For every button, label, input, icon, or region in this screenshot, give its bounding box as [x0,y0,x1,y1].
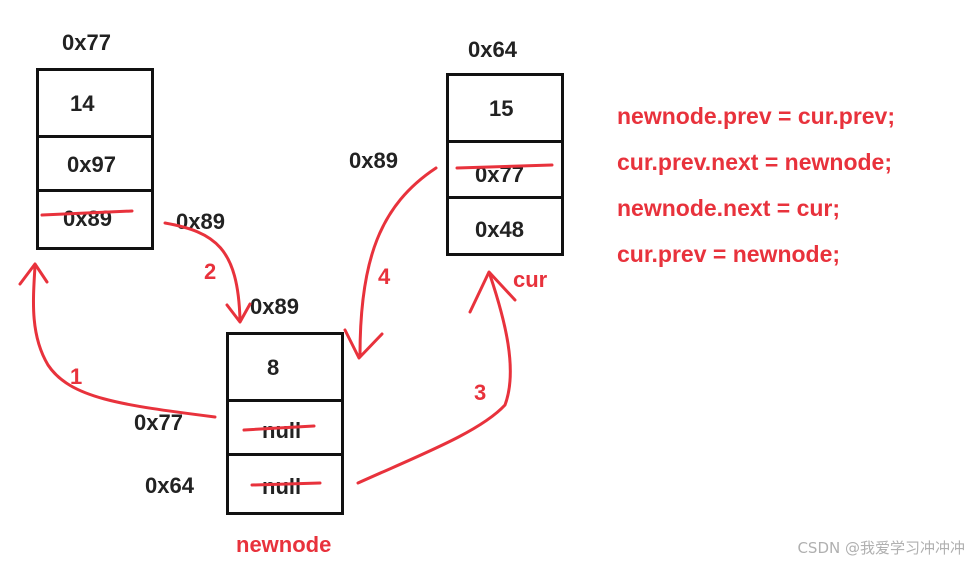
strike-right-prev [455,163,554,170]
code-line-2: cur.prev.next = newnode; [617,149,893,175]
strike-left-prev [40,209,134,217]
right-node-address: 0x64 [468,37,517,62]
left-node-next: 0x97 [67,152,116,177]
annotation-0x77-mid: 0x77 [134,410,183,435]
strike-mid-next [250,481,322,487]
mid-node-val: 8 [267,355,280,380]
right-node-val-cell: 15 [449,76,561,142]
mid-node-next-cell: null [229,453,341,515]
left-node-val: 14 [70,91,95,116]
cur-node: 15 0x77 0x48 [446,73,564,256]
arrow-1-head [18,262,49,286]
arrow-3 [356,273,512,485]
watermark: CSDN @我爱学习冲冲冲 [797,539,965,557]
code-line-3: newnode.next = cur; [617,195,841,221]
annotation-0x64-mid: 0x64 [145,473,194,498]
cur-label: cur [513,267,548,292]
arrow-2-head [225,302,252,324]
annotation-0x89-right: 0x89 [349,148,398,173]
right-node-next-cell: 0x48 [449,196,561,256]
left-node-address: 0x77 [62,30,111,55]
arrow-4 [358,166,438,357]
mid-node-next-old: null [262,474,302,499]
mid-node-address: 0x89 [250,294,299,319]
step-3: 3 [474,380,487,405]
left-node: 14 0x97 0x89 [36,68,154,250]
arrow-3-head [468,270,517,314]
newnode-label: newnode [236,532,332,557]
arrow-2 [163,221,242,322]
step-4: 4 [378,264,391,289]
code-line-4: cur.prev = newnode; [617,241,841,267]
arrow-1 [31,264,217,419]
mid-node-prev-cell: null [229,399,341,455]
step-1: 1 [70,364,83,389]
step-2: 2 [204,259,217,284]
left-node-val-cell: 14 [39,71,151,137]
left-node-prev-cell: 0x89 [39,189,151,250]
mid-node-prev-old: null [262,418,302,443]
code-line-1: newnode.prev = cur.prev; [617,103,896,129]
left-node-prev-old: 0x89 [63,206,112,231]
newnode: 8 null null [226,332,344,515]
mid-node-val-cell: 8 [229,335,341,401]
strike-mid-prev [242,424,316,432]
arrow-4-head [343,328,384,360]
right-node-val: 15 [489,96,514,121]
left-node-next-cell: 0x97 [39,135,151,191]
right-node-next: 0x48 [475,217,524,242]
